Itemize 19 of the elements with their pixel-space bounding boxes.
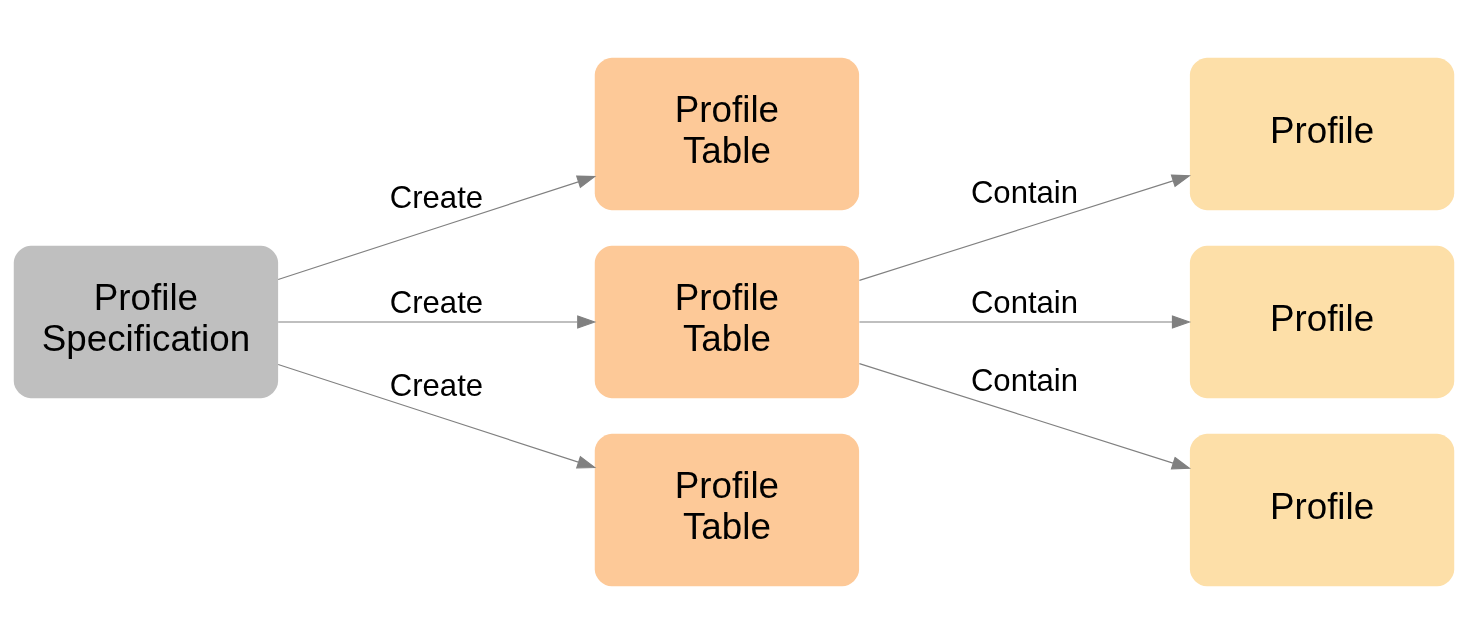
arrow xyxy=(858,314,1192,329)
arrow xyxy=(858,174,1192,281)
arrow xyxy=(277,314,597,329)
arrow xyxy=(858,362,1192,469)
node-box: Profile xyxy=(1189,57,1455,210)
edge-label: Contain xyxy=(970,362,1079,398)
node-box: Profile Specification xyxy=(13,245,279,398)
node-box: Profile xyxy=(1189,245,1455,398)
edge-label: Create xyxy=(389,179,484,215)
edge-label: Create xyxy=(389,367,484,403)
node-box: Profile xyxy=(1189,433,1455,586)
edge-label: Contain xyxy=(970,174,1079,210)
edge-label: Contain xyxy=(970,284,1079,320)
arrow xyxy=(277,363,597,468)
node-box: Profile Table xyxy=(594,245,860,398)
edge-label: Create xyxy=(389,284,484,320)
arrow xyxy=(277,175,597,280)
node-box: Profile Table xyxy=(594,57,860,210)
node-box: Profile Table xyxy=(594,433,860,586)
